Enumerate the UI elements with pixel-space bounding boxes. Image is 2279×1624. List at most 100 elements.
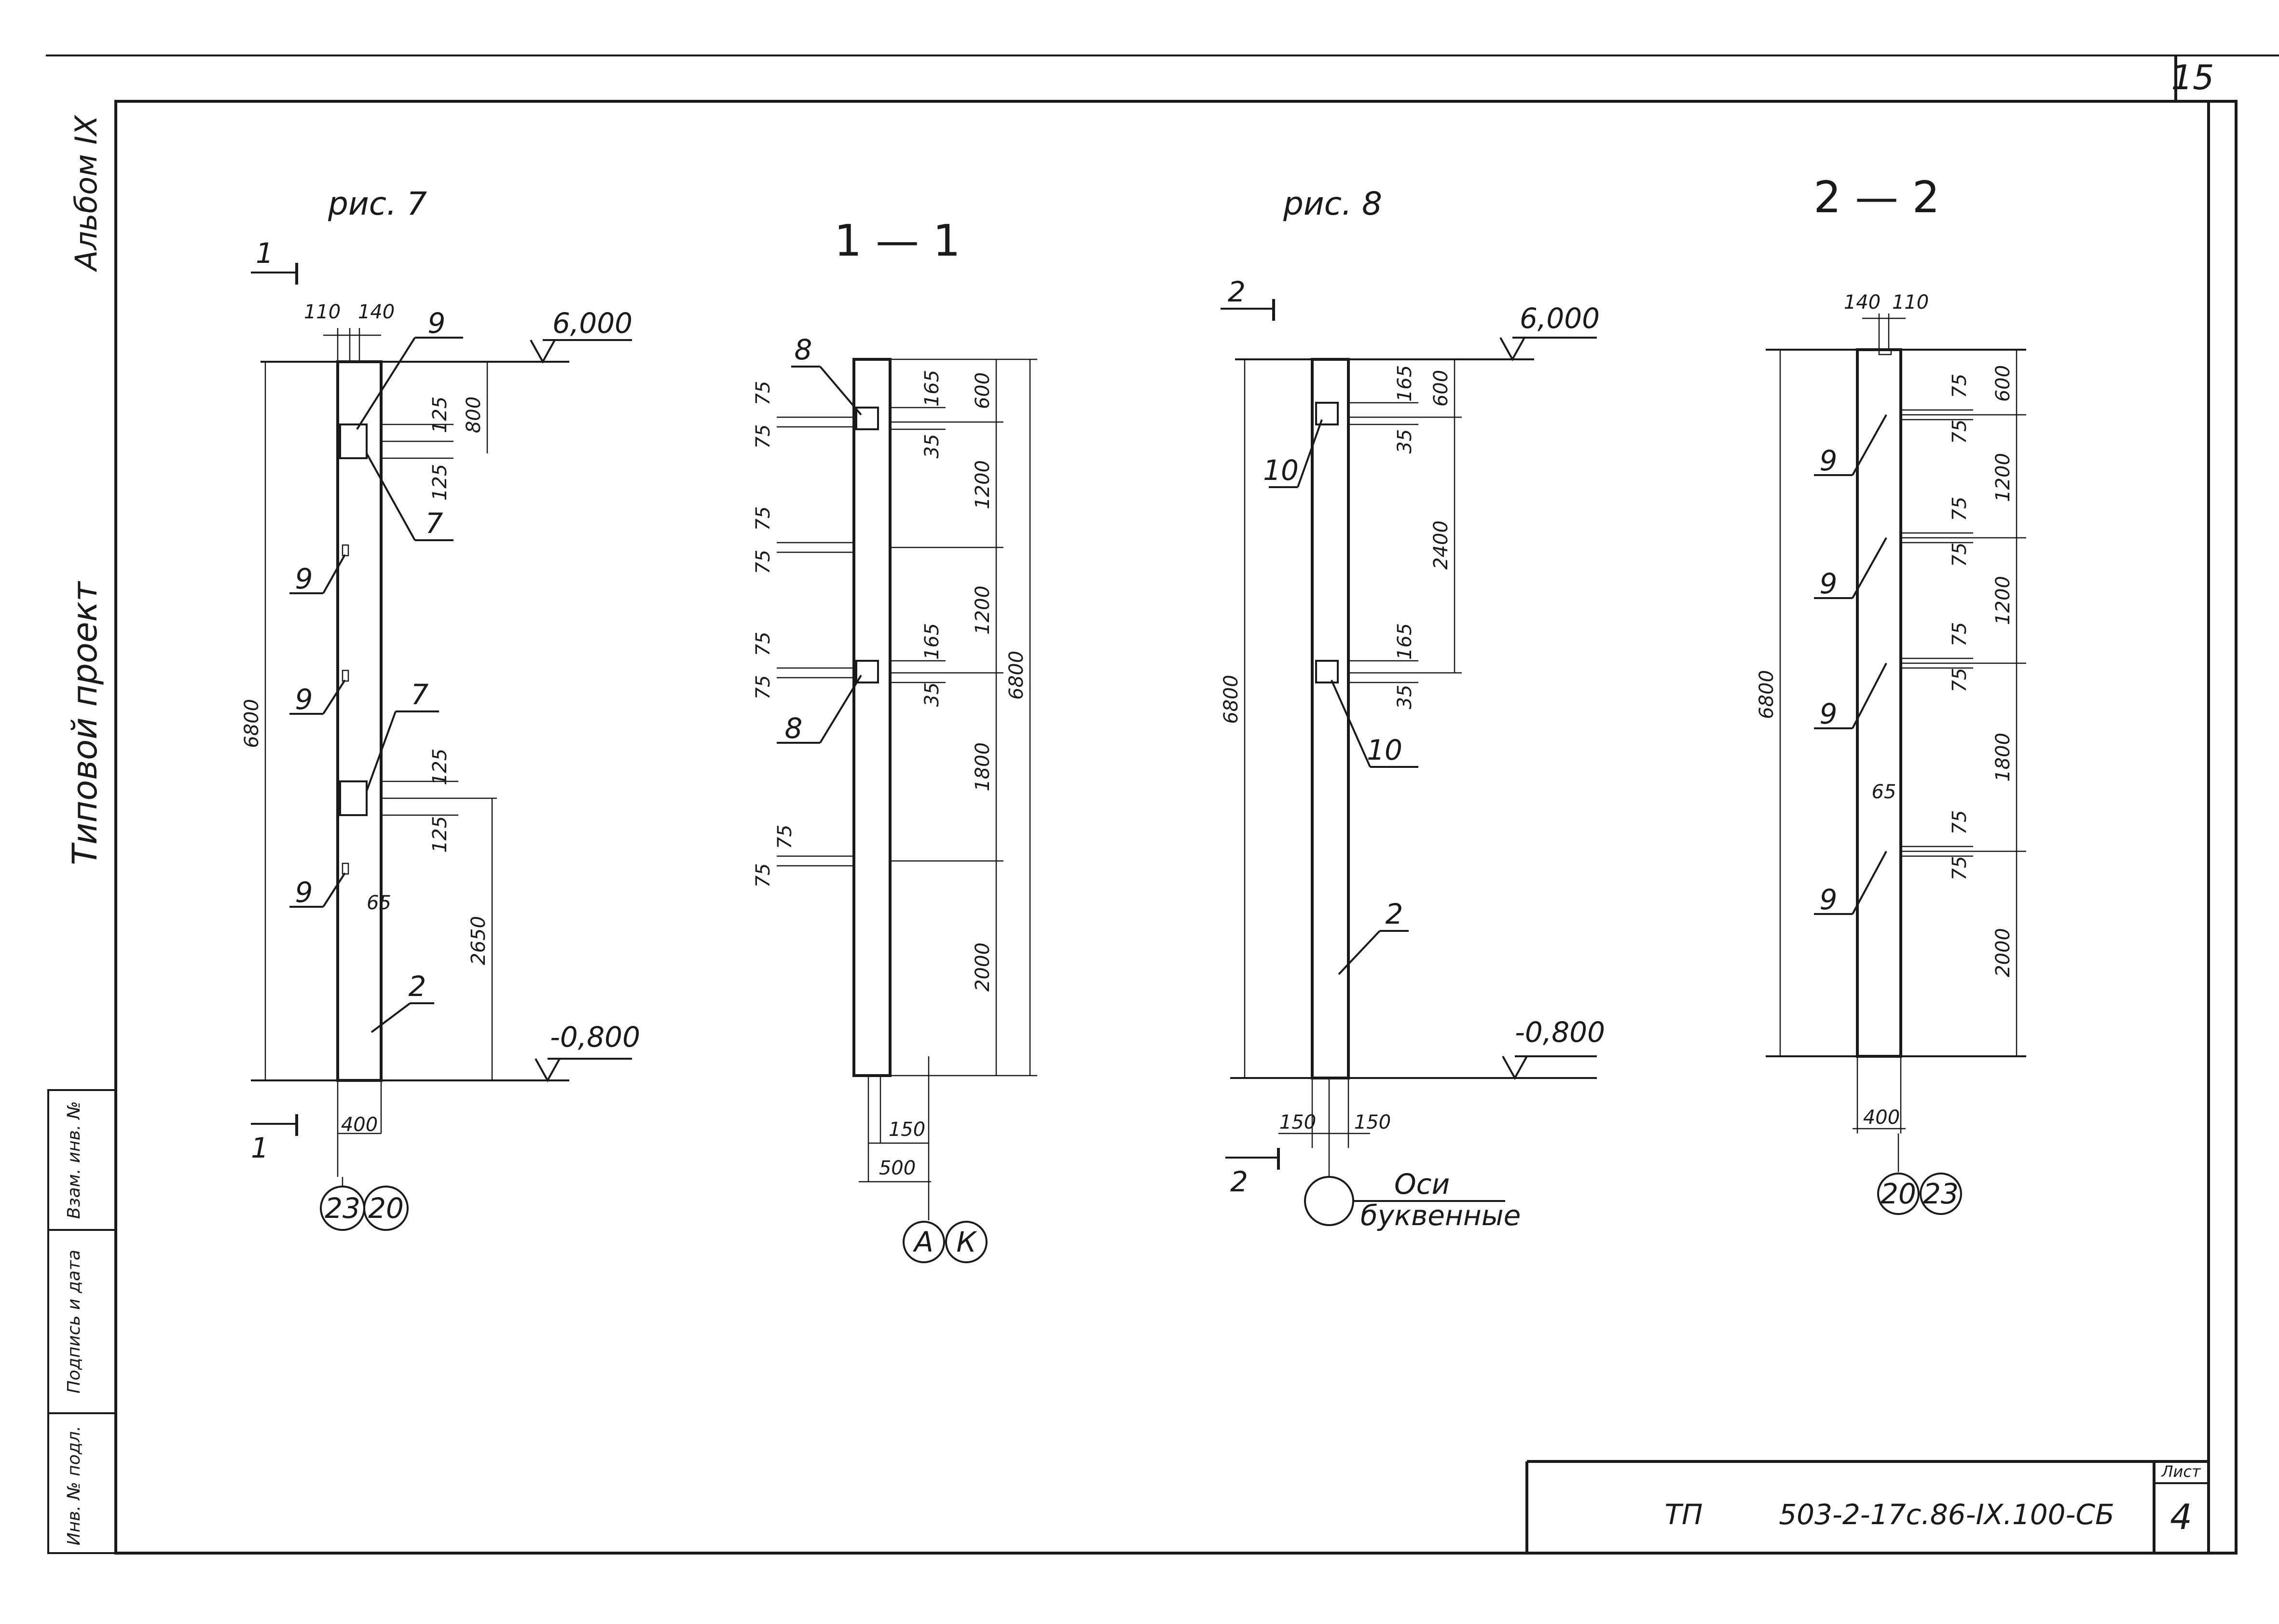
fig7-elev-top: 6,000 [552, 307, 632, 340]
fig7-callout-7-bottom: 7 [411, 678, 429, 711]
sec11-dim-75-6: 75 [752, 675, 774, 700]
sec11-dim-600: 600 [972, 372, 994, 409]
figure-7: рис. 7 1 1 110 140 6,000 -0,800 6800 [241, 185, 640, 1231]
fig7-dim-125-c: 125 [429, 749, 451, 785]
fig7-callout-9-mid1: 9 [295, 562, 313, 595]
sec22-dim-75-1: 75 [1949, 374, 1971, 398]
sec11-dim-35-b: 35 [921, 682, 943, 707]
album-label: Альбом IX [69, 114, 104, 273]
sheet-frame [46, 55, 2279, 1555]
sec11-dim-1200-a: 1200 [972, 460, 994, 509]
sec11-column [852, 358, 892, 1077]
section-1-1: 1 — 1 600 1200 1200 1800 2000 6800 165 3… [752, 216, 1037, 1263]
fig8-dim-35-b: 35 [1394, 685, 1416, 710]
fig7-dim-400: 400 [341, 1114, 378, 1136]
fig8-dim-total: 6800 [1220, 675, 1242, 724]
project-type-label: Типовой проект [65, 581, 105, 865]
fig8-dim-600: 600 [1430, 370, 1452, 407]
fig7-dim-total: 6800 [241, 699, 263, 748]
sec11-dim-2000: 2000 [972, 942, 994, 992]
fig8-dim-150-left: 150 [1279, 1111, 1316, 1133]
sec22-dim-75-6: 75 [1949, 668, 1971, 693]
stamp-label-sign: Подпись и дата [64, 1250, 84, 1393]
sec11-axis-k [945, 1221, 988, 1263]
sec22-dim-400: 400 [1863, 1106, 1900, 1129]
fig7-cut-mark-top: 1 [256, 237, 274, 270]
fig8-cut-mark-bottom: 2 [1230, 1165, 1248, 1198]
sec11-dim-75-3: 75 [752, 506, 774, 531]
fig7-dim-125-d: 125 [429, 816, 451, 853]
title-code-prefix: ТП [1664, 1498, 1702, 1531]
fig7-dim-110: 110 [304, 301, 341, 323]
sec22-callout-9-1: 9 [1820, 444, 1838, 477]
sec11-dim-75-8: 75 [752, 863, 774, 888]
sec11-axis-a-label: А [912, 1226, 934, 1258]
fig8-callout-2: 2 [1386, 898, 1403, 930]
sec11-dim-75-5: 75 [752, 632, 774, 656]
fig8-dim-150-right: 150 [1354, 1111, 1391, 1133]
title-code: 503-2-17с.86-IX.100-СБ [1779, 1498, 2114, 1531]
fig8-cut-mark-top: 2 [1228, 275, 1246, 308]
fig7-callout-9-low: 9 [295, 876, 313, 909]
fig8-axis-bubble [1304, 1176, 1354, 1226]
sec22-dim-75-3: 75 [1949, 497, 1971, 521]
sec11-axis-k-label: К [956, 1226, 977, 1258]
fig8-dim-35-a: 35 [1394, 429, 1416, 454]
fig7-dim-140: 140 [358, 301, 395, 323]
sec22-axis-23-label: 23 [1923, 1177, 1959, 1210]
fig8-dim-165-a: 165 [1394, 365, 1416, 402]
sec22-dim-75-8: 75 [1949, 856, 1971, 881]
sec11-title: 1 — 1 [834, 216, 961, 266]
section-2-2: 2 — 2 140 110 6800 600 1200 1200 1800 20… [1756, 172, 2026, 1215]
sec22-dim-1200-a: 1200 [1992, 453, 2014, 502]
fig8-dim-165-b: 165 [1394, 623, 1416, 660]
sec11-dim-165-b: 165 [921, 623, 943, 660]
sec11-dim-75-2: 75 [752, 424, 774, 449]
fig8-callout-10-top: 10 [1263, 454, 1299, 487]
figure-8: рис. 8 2 2 6,000 -0,800 6800 600 2400 16… [1220, 185, 1605, 1232]
fig7-callout-7-top: 7 [426, 507, 443, 540]
sec22-dim-1800: 1800 [1992, 733, 2014, 782]
sec22-axis-23 [1920, 1173, 1962, 1215]
fig8-dim-2400: 2400 [1430, 520, 1452, 570]
fig7-dim-65: 65 [367, 892, 391, 914]
sec11-dim-1800: 1800 [972, 742, 994, 792]
sec22-dim-600: 600 [1992, 365, 2014, 402]
sec22-dim-75-4: 75 [1949, 543, 1971, 567]
sec22-dim-75-5: 75 [1949, 622, 1971, 647]
fig8-elev-top: 6,000 [1520, 302, 1600, 335]
fig7-callout-2: 2 [409, 970, 426, 1003]
sec22-dim-110: 110 [1892, 291, 1929, 314]
sec22-dim-2000: 2000 [1992, 928, 2014, 977]
title-sheet-number: 4 [2170, 1497, 2192, 1537]
stamp-label-inv: Инв. № подл. [64, 1426, 84, 1545]
fig8-callout-10-bottom: 10 [1367, 734, 1402, 766]
sec11-dim-75-7: 75 [774, 825, 796, 849]
fig7-dim-2650: 2650 [467, 916, 490, 965]
fig7-dim-800: 800 [463, 396, 485, 433]
fig7-axis-20 [363, 1186, 409, 1231]
sec11-axis-a [903, 1221, 945, 1263]
sec22-callout-9-4: 9 [1820, 883, 1838, 916]
sec11-dim-500: 500 [879, 1157, 916, 1179]
fig7-dim-125-a: 125 [429, 396, 451, 433]
sec22-title: 2 — 2 [1813, 172, 1940, 223]
sec11-callout-8-top: 8 [795, 333, 812, 366]
sec11-dim-total: 6800 [1005, 651, 1028, 700]
sec11-dim-165-a: 165 [921, 370, 943, 407]
sec11-dim-75-1: 75 [752, 381, 774, 406]
fig8-elev-bottom: -0,800 [1515, 1016, 1605, 1049]
sec22-dim-75-7: 75 [1949, 810, 1971, 835]
stamp-label-replace: Взам. инв. № [64, 1101, 84, 1219]
fig7-callout-9-mid2: 9 [295, 683, 313, 716]
sec22-axis-20-label: 20 [1881, 1177, 1916, 1210]
sec22-dim-140: 140 [1844, 291, 1881, 314]
sec11-dim-75-4: 75 [752, 550, 774, 574]
sec11-dim-150: 150 [889, 1119, 925, 1141]
sec22-dim-65: 65 [1872, 781, 1896, 803]
sec22-axis-20 [1877, 1173, 1920, 1215]
sec22-callout-9-3: 9 [1820, 697, 1838, 730]
title-sheet-label: Лист [2161, 1462, 2201, 1481]
sec22-dim-75-2: 75 [1949, 420, 1971, 444]
